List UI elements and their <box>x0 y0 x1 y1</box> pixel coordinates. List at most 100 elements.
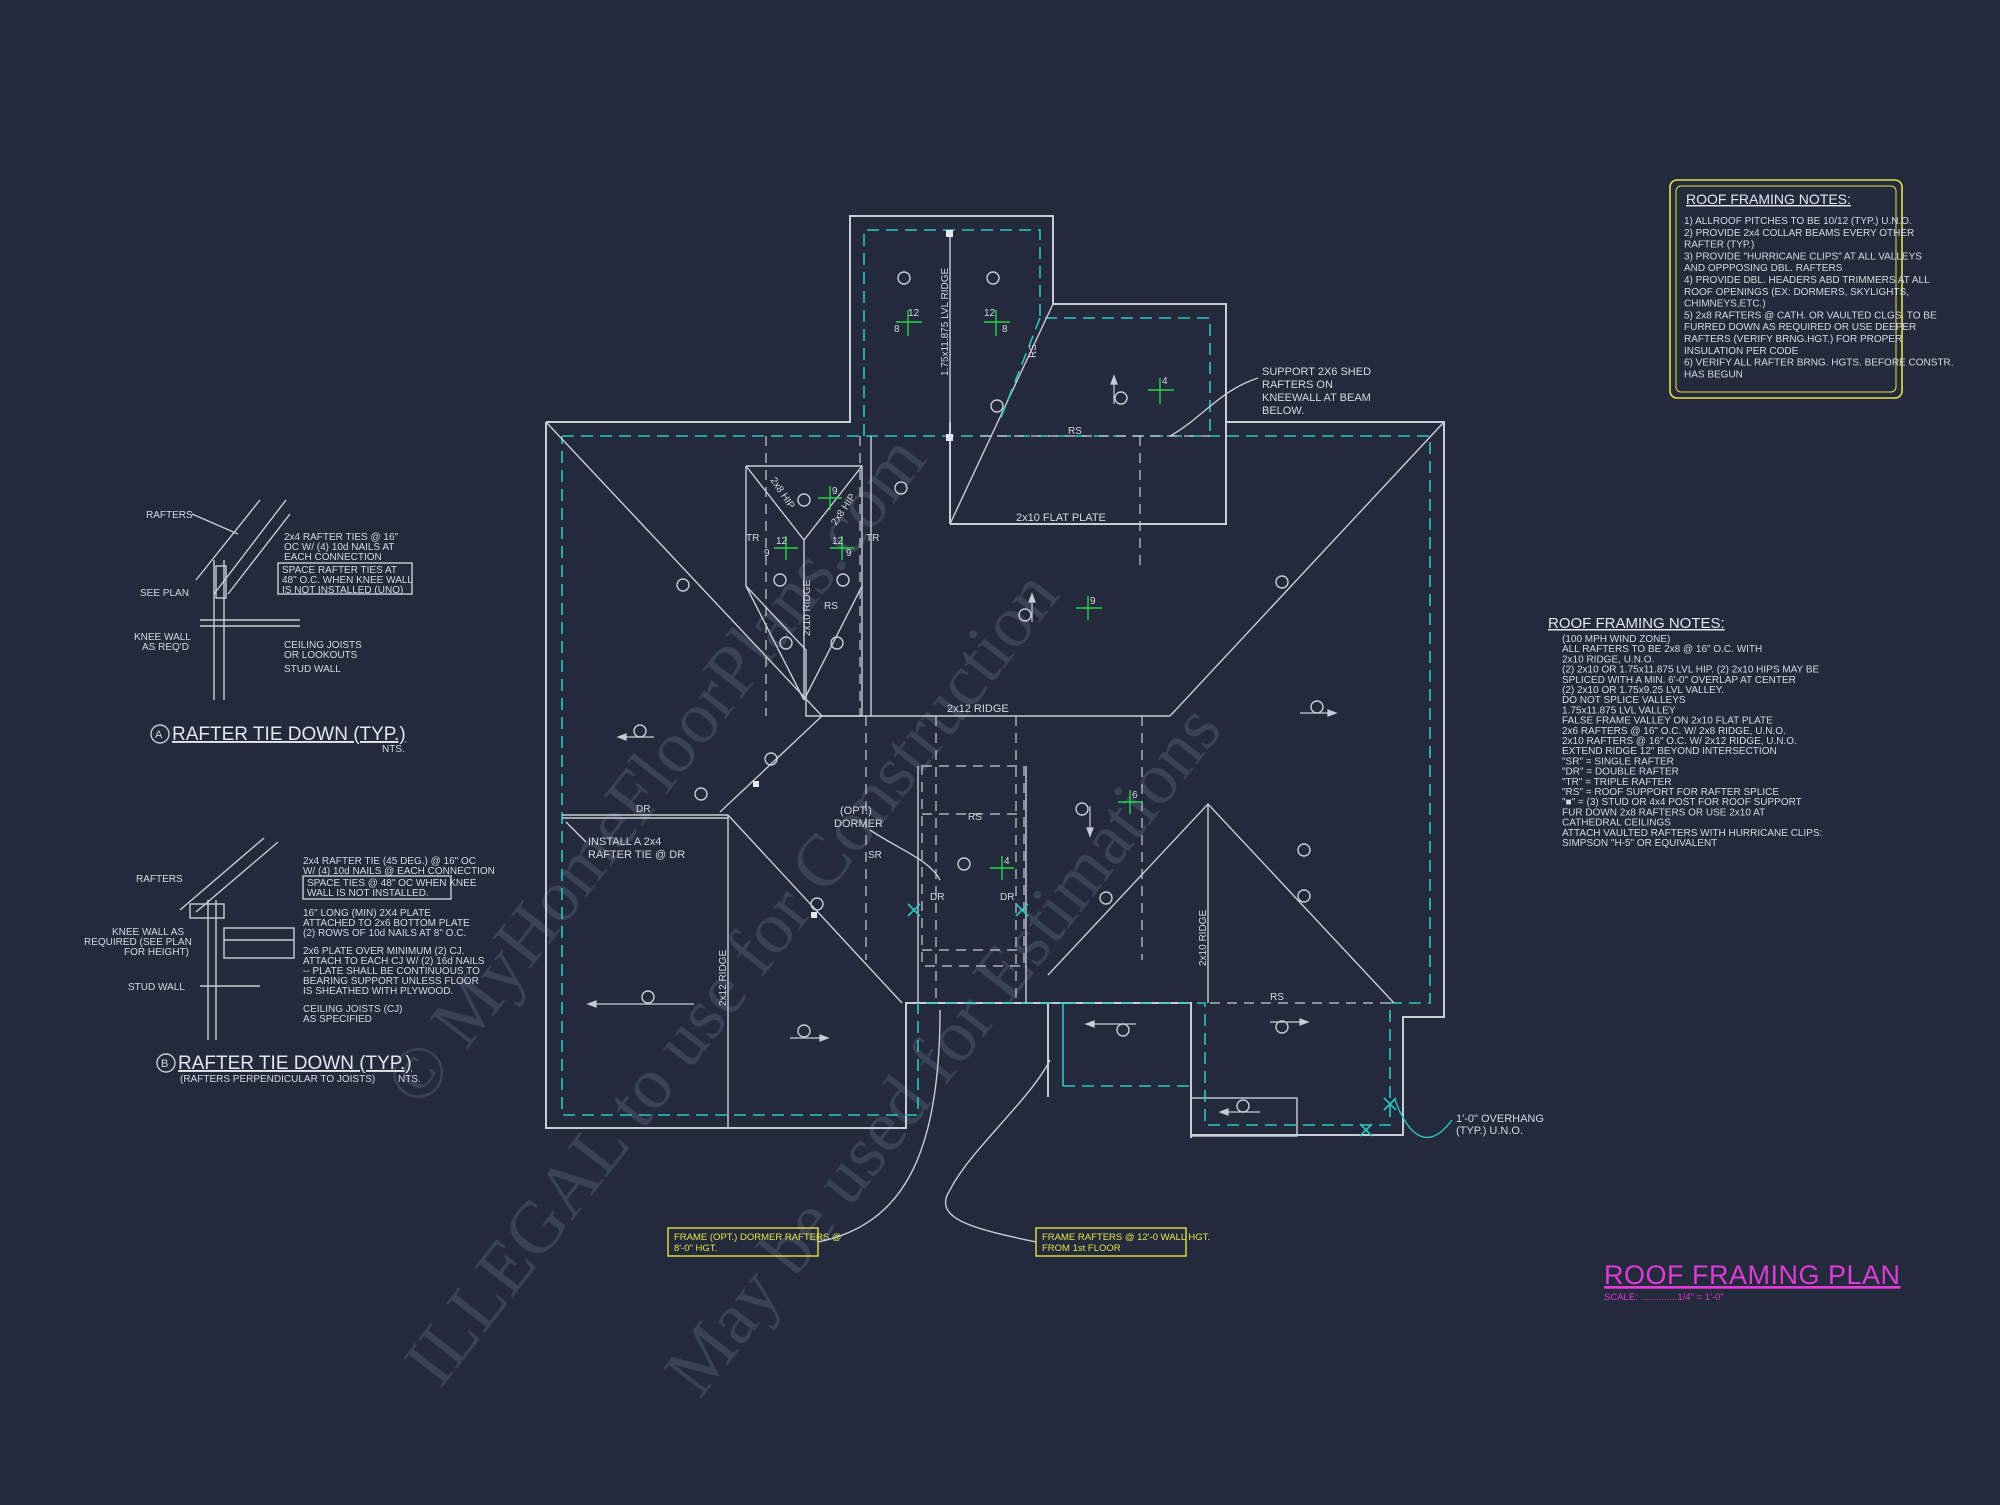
rafter-tags <box>633 271 1324 1113</box>
notes-box-line-4: 3) PROVIDE "HURRICANE CLIPS" AT ALL VALL… <box>1684 251 1922 262</box>
tag-6-9 <box>797 493 811 507</box>
pitch-symbols: 128 128 4 9 9 129 129 6 4 <box>764 308 1174 880</box>
notes-box: ROOF FRAMING NOTES: 1) ALLROOF PITCHES T… <box>1669 179 1954 399</box>
rs-label-4: RS <box>1270 992 1284 1003</box>
svg-text:8: 8 <box>894 324 900 335</box>
framing-note-line-8: 1.75x11.875 LVL VALLEY <box>1562 705 1676 716</box>
detail-b-q4: BEARING SUPPORT UNLESS FLOOR <box>303 976 479 987</box>
pitch-sym-6: 12 9 <box>764 536 798 560</box>
overhang-note-1: 1'-0" OVERHANG <box>1456 1113 1544 1125</box>
pitch-sym-9: 4 <box>990 856 1014 880</box>
framing-note-line-18: FUR DOWN 2x8 RAFTERS OR USE 2x10 AT <box>1562 807 1765 818</box>
notes-box-line-8: CHIMNEYS,ETC.) <box>1684 299 1766 310</box>
detail-b-t1: 2x4 RAFTER TIE (45 DEG.) @ 16" OC <box>303 856 476 867</box>
bay-box <box>1190 1097 1298 1137</box>
detail-b-sub: (RAFTERS PERPENDICULAR TO JOISTS) <box>180 1074 375 1085</box>
tag-6-8 <box>1236 1099 1250 1113</box>
hip-dormer-valley-r <box>803 585 863 701</box>
hip-nw <box>545 421 823 717</box>
sr-label: SR <box>868 850 882 861</box>
framing-note-line-21: SIMPSON "H-5" OR EQUIVALENT <box>1562 838 1717 849</box>
callout-wall-height: FRAME RAFTERS @ 12'-0 WALL HGT. FROM 1st… <box>944 1059 1210 1257</box>
framing-note-line-17: "■" = (3) STUD OR 4x4 POST FOR ROOF SUPP… <box>1562 797 1802 808</box>
support-leader <box>1169 377 1259 437</box>
pitch-sym-1: 128 <box>894 308 922 336</box>
title-block: ROOF FRAMING PLAN SCALE: ..............1… <box>1604 1260 1901 1303</box>
plan-title: ROOF FRAMING PLAN <box>1604 1260 1901 1290</box>
framing-note-line-2: ALL RAFTERS TO BE 2x8 @ 16" O.C. WITH <box>1562 644 1762 655</box>
detail-b-s1: SPACE TIES @ 48" OC WHEN KNEE <box>307 878 477 889</box>
tag-2-4 <box>1297 843 1311 857</box>
framing-note-line-7: DO NOT SPLICE VALLEYS <box>1562 695 1686 706</box>
detail-b-letter: B <box>161 1058 168 1070</box>
detail-a: RAFTERS SEE PLAN KNEE WALL AS REQ'D 2x4 … <box>134 499 413 755</box>
detail-a-scale: NTS. <box>382 744 405 755</box>
tag-5-1 <box>990 399 1004 413</box>
tag-1-1 <box>1018 608 1032 622</box>
detail-b-scale: NTS. <box>398 1074 421 1085</box>
gable-ridge-label: 2x10 RIDGE <box>1198 910 1209 966</box>
tag-6-4 <box>694 787 708 801</box>
hip-dormer-ridge-label: 2x10 RIDGE <box>802 580 813 636</box>
tag-2-3 <box>764 752 778 766</box>
framing-note-line-5: SPLICED WITH A MIN. 6'-0" OVERLAP AT CEN… <box>1562 675 1796 686</box>
detail-b-p1: 16" LONG (MIN) 2X4 PLATE <box>303 908 431 919</box>
tr-label-2: TR <box>866 533 879 544</box>
dormer-note-1: (OPT.) <box>840 805 872 817</box>
post-marker-3 <box>753 781 759 787</box>
plan-scale: SCALE: ..............1/4" = 1'-0" <box>1604 1292 1724 1303</box>
detail-a-space3: IS NOT INSTALLED (UNO) <box>282 585 403 596</box>
callout-dormer-leader <box>817 1009 941 1243</box>
detail-a-cj1: CEILING JOISTS <box>284 640 362 651</box>
tag-1-3 <box>1310 700 1324 714</box>
detail-a-space2: 48" O.C. WHEN KNEE WALL <box>282 575 413 586</box>
svg-text:9: 9 <box>764 548 770 559</box>
svg-text:8'-0" HGT.: 8'-0" HGT. <box>674 1243 717 1254</box>
support-note-4: BELOW. <box>1262 405 1304 417</box>
direction-arrows <box>586 374 1338 1116</box>
detail-b-knee2: REQUIRED (SEE PLAN <box>84 937 192 948</box>
callout-dormer: FRAME (OPT.) DORMER RAFTERS @ 8'-0" HGT. <box>667 1009 941 1257</box>
hip-left-label: 2x8 HIP <box>768 476 797 512</box>
detail-a-title: RAFTER TIE DOWN (TYP.) <box>172 724 406 745</box>
pitch-sym-7: 129 <box>830 536 854 560</box>
notes-box-line-13: 6) VERIFY ALL RAFTER BRNG. HGTS. BEFORE … <box>1684 358 1954 369</box>
framing-note-line-3: 2x10 RIDGE, U.N.O. <box>1562 654 1654 665</box>
framing-note-line-11: 2x10 RAFTERS @ 16" O.C. W/ 2x12 RIDGE, U… <box>1562 736 1797 747</box>
tag-1-4 <box>1075 802 1089 816</box>
lvl-ridge-label: 1.75x11.875 LVL RIDGE <box>940 267 951 376</box>
callout-wall-leader <box>944 1059 1051 1243</box>
notes-box-title: ROOF FRAMING NOTES: <box>1686 191 1851 207</box>
svg-text:12: 12 <box>776 536 788 547</box>
detail-b-p2: ATTACHED TO 2x6 BOTTOM PLATE <box>303 918 470 929</box>
svg-text:9: 9 <box>1090 596 1096 607</box>
post-marker-1 <box>946 230 953 237</box>
framing-note-line-12: EXTEND RIDGE 12" BEYOND INTERSECTION <box>1562 746 1777 757</box>
tag-6-1 <box>897 271 911 285</box>
svg-text:12: 12 <box>984 308 996 319</box>
tower-outline <box>849 215 1054 422</box>
framing-note-line-15: "TR" = TRIPLE RAFTER <box>1562 777 1671 788</box>
support-note-1: SUPPORT 2X6 SHED <box>1262 366 1371 378</box>
flat-plate-label: 2x10 FLAT PLATE <box>1016 512 1106 524</box>
notes-box-line-1: 1) ALLROOF PITCHES TO BE 10/12 (TYP.) U.… <box>1684 216 1912 227</box>
svg-text:FRAME RAFTERS @ 12'-0 WALL HGT: FRAME RAFTERS @ 12'-0 WALL HGT. <box>1042 1232 1210 1243</box>
tag-4-1 <box>810 897 824 911</box>
notes-box-line-12: INSULATION PER CODE <box>1684 346 1799 357</box>
watermark-group: © MyHomeFloorPlans.com ILLEGAL to use fo… <box>369 420 1237 1411</box>
framing-note-line-14: "DR" = DOUBLE RAFTER <box>1562 767 1679 778</box>
ridge-2x12-v-label: 2x12 RIDGE <box>718 950 729 1006</box>
overhang-note-2: (TYP.) U.N.O. <box>1456 1125 1523 1137</box>
detail-b-knee3: FOR HEIGHT) <box>124 947 189 958</box>
detail-b-title: RAFTER TIE DOWN (TYP.) <box>178 1053 412 1074</box>
svg-text:12: 12 <box>832 536 844 547</box>
watermark-estimation: May be used for Estimations <box>649 689 1237 1410</box>
tag-5-2 <box>894 481 908 495</box>
tag-6-2 <box>986 271 1000 285</box>
detail-b-knee1: KNEE WALL AS <box>112 927 184 938</box>
framing-note-line-6: (2) 2x10 OR 1.75x9.25 LVL VALLEY. <box>1562 685 1724 696</box>
detail-b-q2: ATTACH TO EACH CJ W/ (2) 16d NAILS <box>303 956 485 967</box>
detail-b: RAFTERS KNEE WALL AS REQUIRED (SEE PLAN … <box>84 837 495 1085</box>
notes-box-line-9: 5) 2x8 RAFTERS @ CATH. OR VAULTED CLGS. … <box>1684 310 1937 321</box>
